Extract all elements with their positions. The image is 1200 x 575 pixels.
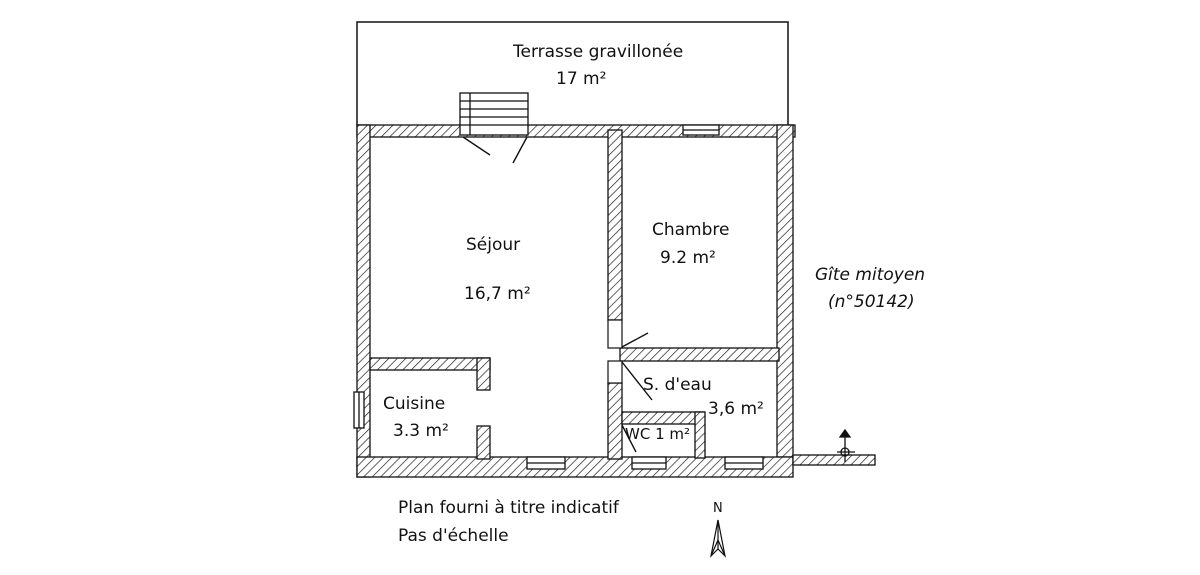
door-wc <box>621 424 637 453</box>
label-sejour: Séjour <box>466 235 521 255</box>
windows <box>353 124 764 470</box>
door-sejour-left <box>462 136 491 156</box>
door-chambre <box>621 332 649 348</box>
label-neighbor-line1: Gîte mitoyen <box>815 265 926 285</box>
label-terrace-area: 17 m² <box>556 69 607 89</box>
wall-top <box>356 124 796 138</box>
wall-wc-right <box>694 411 706 459</box>
label-wc: WC 1 m² <box>625 425 691 443</box>
wall-cuisine-right-lower <box>476 425 491 460</box>
label-chambre-area: 9.2 m² <box>660 248 716 268</box>
label-terrace: Terrasse gravillonée <box>513 42 684 62</box>
door-sejour-right <box>512 136 528 164</box>
note-no-scale: Pas d'échelle <box>398 526 509 546</box>
north-arrow-icon <box>710 519 726 558</box>
doors <box>462 136 653 453</box>
wall-partition-center <box>607 129 623 321</box>
wall-cuisine-top <box>369 357 491 371</box>
door-sdeau <box>621 361 653 401</box>
label-cuisine-area: 3.3 m² <box>393 421 449 441</box>
label-neighbor-line2: (n°50142) <box>828 292 915 312</box>
wall-cuisine-right-upper <box>476 357 491 391</box>
wall-bottom-ext <box>792 454 876 466</box>
wall-partition-lower <box>607 382 623 460</box>
entrance-marker <box>837 428 855 462</box>
stairs <box>459 92 529 136</box>
label-chambre: Chambre <box>652 220 730 240</box>
label-sdeau: S. d'eau <box>643 375 712 395</box>
wall-wc-top <box>621 411 705 425</box>
terrace-outline <box>356 21 789 125</box>
label-sejour-area: 16,7 m² <box>464 284 531 304</box>
compass-label: N <box>713 501 723 516</box>
note-indicative: Plan fourni à titre indicatif <box>398 498 619 518</box>
label-cuisine: Cuisine <box>383 394 446 414</box>
wall-right <box>776 124 794 458</box>
wall-partition-chambre <box>619 347 780 362</box>
label-sdeau-area: 3,6 m² <box>708 399 764 419</box>
wall-bottom <box>356 456 794 478</box>
